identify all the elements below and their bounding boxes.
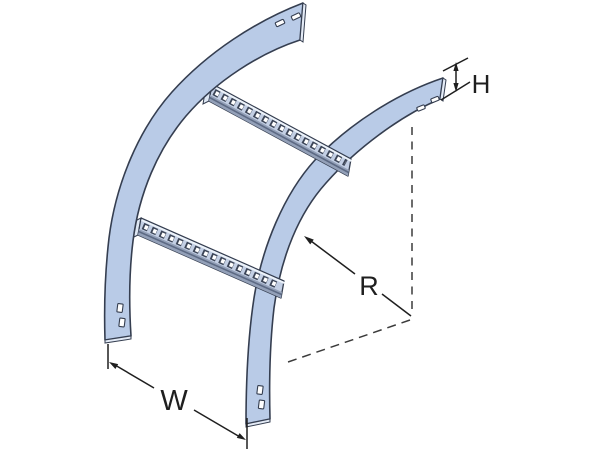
inner-rail-top-slot-2 bbox=[430, 95, 440, 104]
height-extension-line-bottom bbox=[440, 81, 471, 101]
radius-diagonal-dashed-line bbox=[287, 319, 411, 363]
radius-arrow-line-outer-segment bbox=[310, 240, 356, 275]
outer-rail-bottom-hole-1 bbox=[116, 303, 124, 313]
rung-1-perforations bbox=[213, 90, 347, 165]
outer-rail bbox=[103, 2, 307, 344]
outer-rail-top-end-face bbox=[299, 2, 307, 43]
dimension-radius: R bbox=[304, 236, 412, 317]
radius-construction-lines bbox=[287, 127, 413, 363]
rung-1-flange-stripe bbox=[209, 96, 349, 174]
height-arrowhead-down-icon bbox=[453, 83, 459, 92]
inner-rail-bottom-hole-1 bbox=[256, 385, 264, 395]
rung-1 bbox=[202, 83, 352, 177]
radius-label: R bbox=[359, 271, 379, 301]
inner-rail bbox=[245, 77, 447, 428]
rung-2-flange-stripe bbox=[138, 230, 282, 296]
radius-arrowhead-icon bbox=[304, 236, 314, 245]
dimension-height: H bbox=[440, 57, 491, 101]
rung-2-perforations bbox=[142, 224, 280, 288]
height-label: H bbox=[472, 69, 491, 99]
inner-rail-top-slot-1 bbox=[416, 104, 426, 112]
dimension-width: W bbox=[107, 344, 248, 449]
outer-rail-top-slot-1 bbox=[274, 18, 286, 28]
inner-rail-bottom-end-face bbox=[245, 418, 271, 428]
inner-rail-bottom-hole-2 bbox=[257, 399, 266, 410]
width-arrowhead-right-icon bbox=[236, 433, 246, 440]
width-arrowhead-left-icon bbox=[109, 362, 119, 369]
width-label: W bbox=[160, 385, 188, 417]
outer-rail-top-slot-2 bbox=[290, 12, 302, 21]
outer-rail-bottom-end-face bbox=[104, 335, 132, 344]
height-arrowhead-up-icon bbox=[453, 62, 459, 71]
width-dimension-line-right-segment bbox=[193, 409, 241, 438]
radius-arrow-line-inner-segment bbox=[381, 293, 412, 317]
inner-rail-top-end-face bbox=[439, 77, 447, 102]
rung-2-top-highlight bbox=[141, 219, 285, 284]
rung-2 bbox=[131, 217, 285, 299]
rung-1-top-highlight bbox=[212, 85, 352, 162]
outer-rail-bottom-hole-2 bbox=[118, 317, 126, 328]
width-dimension-line-left-segment bbox=[114, 364, 155, 389]
